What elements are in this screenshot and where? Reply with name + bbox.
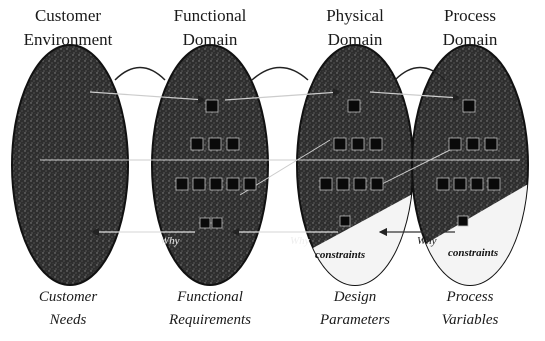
why-label-1: Why bbox=[160, 235, 180, 247]
functional-domain-title: Functional Domain bbox=[145, 4, 275, 52]
process-domain-title: Process Domain bbox=[405, 4, 535, 52]
arc-customer-functional bbox=[115, 68, 165, 81]
customer-needs-caption: Customer Needs bbox=[3, 286, 133, 332]
arc-functional-physical bbox=[252, 68, 308, 81]
functional-domain-ellipse bbox=[152, 45, 268, 285]
why-label-3: Why bbox=[417, 235, 437, 247]
process-variables-caption: Process Variables bbox=[405, 286, 535, 332]
customer-environment-title: Customer Environment bbox=[3, 4, 133, 52]
physical-constraints-label: constraints bbox=[315, 249, 365, 261]
functional-requirements-caption: Functional Requirements bbox=[145, 286, 275, 332]
process-constraints-label: constraints bbox=[448, 247, 498, 259]
physical-domain-title: Physical Domain bbox=[290, 4, 420, 52]
design-parameters-caption: Design Parameters bbox=[290, 286, 420, 332]
why-label-2: Why bbox=[290, 235, 310, 247]
customer-domain-ellipse bbox=[12, 45, 128, 285]
